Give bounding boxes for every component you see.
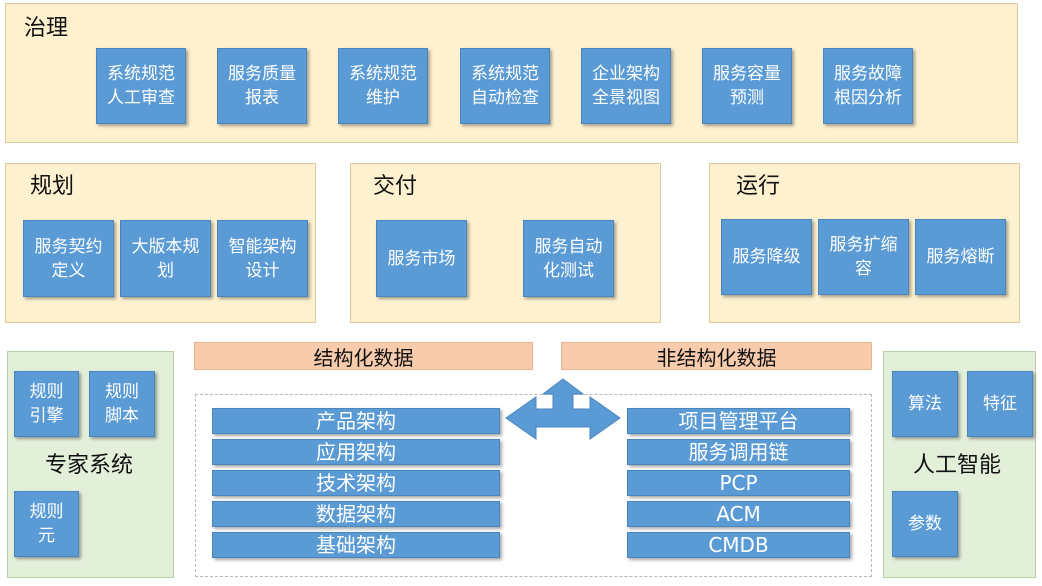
governance-item-arch-view[interactable]: 企业架构 全景视图 bbox=[581, 48, 671, 124]
planning-item-contract[interactable]: 服务契约 定义 bbox=[23, 220, 114, 297]
ai-title: 人工智能 bbox=[913, 453, 1002, 478]
delivery-title: 交付 bbox=[373, 174, 418, 199]
governance-item-auto-check[interactable]: 系统规范 自动检查 bbox=[460, 48, 550, 124]
structured-item-data-arch[interactable]: 数据架构 bbox=[212, 501, 500, 527]
governance-item-quality-report[interactable]: 服务质量 报表 bbox=[217, 48, 307, 124]
planning-item-smart-design[interactable]: 智能架构 设计 bbox=[217, 220, 308, 297]
delivery-item-market[interactable]: 服务市场 bbox=[376, 220, 467, 297]
planning-title: 规划 bbox=[30, 174, 75, 199]
governance-item-capacity-forecast[interactable]: 服务容量 预测 bbox=[702, 48, 792, 124]
unstructured-item-call-chain[interactable]: 服务调用链 bbox=[627, 439, 850, 465]
structured-item-application-arch[interactable]: 应用架构 bbox=[212, 439, 500, 465]
ai-item-algorithm[interactable]: 算法 bbox=[892, 371, 958, 437]
planning-item-major-release[interactable]: 大版本规 划 bbox=[120, 220, 211, 297]
structured-data-header: 结构化数据 bbox=[194, 342, 533, 370]
delivery-item-auto-test[interactable]: 服务自动 化测试 bbox=[523, 220, 614, 297]
ai-item-parameter[interactable]: 参数 bbox=[892, 491, 958, 557]
unstructured-data-header: 非结构化数据 bbox=[561, 342, 872, 370]
three-way-arrow-shape bbox=[505, 378, 621, 440]
expert-system-title: 专家系统 bbox=[45, 453, 134, 478]
unstructured-item-project-platform[interactable]: 项目管理平台 bbox=[627, 408, 850, 434]
structured-item-infrastructure-arch[interactable]: 基础架构 bbox=[212, 532, 500, 558]
unstructured-item-pcp[interactable]: PCP bbox=[627, 470, 850, 496]
operation-item-degrade[interactable]: 服务降级 bbox=[721, 219, 812, 295]
data-container bbox=[195, 394, 872, 577]
expert-item-rule-meta[interactable]: 规则 元 bbox=[14, 491, 79, 557]
expert-item-rule-script[interactable]: 规则 脚本 bbox=[89, 371, 155, 437]
operation-item-scale[interactable]: 服务扩缩 容 bbox=[818, 219, 909, 295]
unstructured-item-acm[interactable]: ACM bbox=[627, 501, 850, 527]
governance-item-root-cause[interactable]: 服务故障 根因分析 bbox=[823, 48, 913, 124]
expert-item-rule-engine[interactable]: 规则 引擎 bbox=[14, 371, 79, 437]
structured-item-product-arch[interactable]: 产品架构 bbox=[212, 408, 500, 434]
governance-item-manual-review[interactable]: 系统规范 人工审查 bbox=[96, 48, 186, 124]
ai-item-feature[interactable]: 特征 bbox=[967, 371, 1033, 437]
operation-item-breaker[interactable]: 服务熔断 bbox=[915, 219, 1006, 295]
governance-title: 治理 bbox=[24, 16, 69, 41]
structured-item-technical-arch[interactable]: 技术架构 bbox=[212, 470, 500, 496]
unstructured-item-cmdb[interactable]: CMDB bbox=[627, 532, 850, 558]
governance-item-spec-maintain[interactable]: 系统规范 维护 bbox=[338, 48, 428, 124]
operation-title: 运行 bbox=[736, 174, 781, 199]
